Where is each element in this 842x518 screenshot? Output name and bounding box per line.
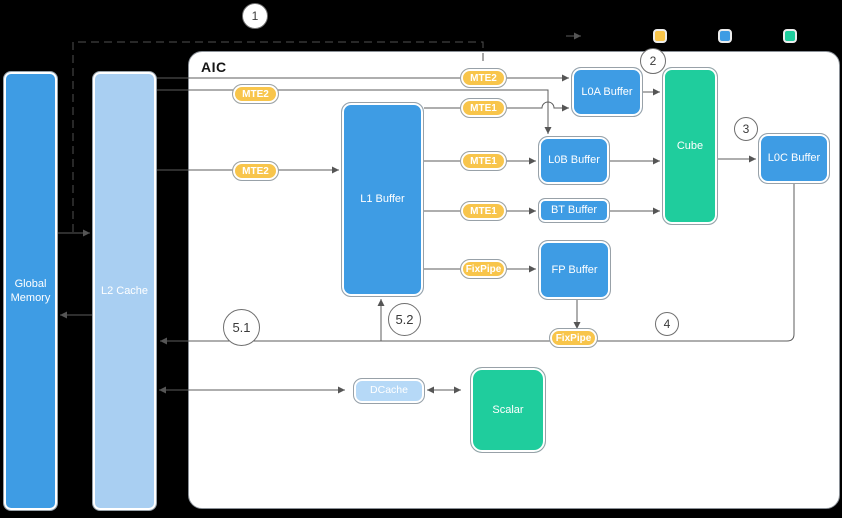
aic-title: AIC xyxy=(201,59,227,75)
badge-mte1-l0b: MTE1 xyxy=(460,151,507,171)
node-l0b-buffer: L0B Buffer xyxy=(538,136,610,185)
node-l1-buffer: L1 Buffer xyxy=(341,102,424,297)
legend-swatch-mte xyxy=(653,29,667,43)
node-dcache: DCache xyxy=(353,378,425,404)
step-circle-5-1: 5.1 xyxy=(223,309,260,346)
node-cube: Cube xyxy=(662,67,718,225)
badge-fixpipe-out: FixPipe xyxy=(549,328,598,348)
node-l0a-buffer: L0A Buffer xyxy=(571,67,643,117)
badge-mte1-l0a: MTE1 xyxy=(460,98,507,118)
step-circle-3: 3 xyxy=(734,117,758,141)
badge-mte2-left-upper: MTE2 xyxy=(232,84,279,104)
badge-mte2-left-lower: MTE2 xyxy=(232,161,279,181)
node-l2-cache: L2 Cache xyxy=(92,71,157,511)
node-fp-buffer: FP Buffer xyxy=(538,240,611,300)
step-circle-4: 4 xyxy=(655,312,679,336)
step-circle-2: 2 xyxy=(640,48,666,74)
legend-swatch-buffer xyxy=(718,29,732,43)
badge-fixpipe-fp: FixPipe xyxy=(460,259,507,279)
step-circle-5-2: 5.2 xyxy=(388,303,421,336)
node-l0c-buffer: L0C Buffer xyxy=(758,133,830,184)
node-global-memory: Global Memory xyxy=(3,71,58,511)
step-circle-1: 1 xyxy=(242,3,268,29)
node-scalar: Scalar xyxy=(470,367,546,453)
node-bt-buffer: BT Buffer xyxy=(538,198,610,223)
legend-swatch-compute xyxy=(783,29,797,43)
badge-mte1-bt: MTE1 xyxy=(460,201,507,221)
badge-mte2-top: MTE2 xyxy=(460,68,507,88)
